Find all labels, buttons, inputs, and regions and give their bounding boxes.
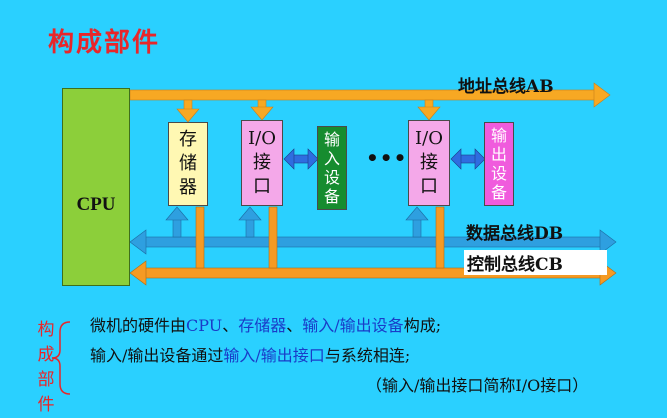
note-highlight: 存储器 [238,316,287,335]
data-bus-label: 数据总线DB [466,224,564,244]
memory-char: 存 [179,129,197,150]
cpu-block [62,88,130,286]
ellipsis: ••• [366,146,408,170]
output-char: 出 [490,145,507,164]
memory-char: 储 [179,153,197,174]
bus-diagram [51,82,617,395]
io-label: I/O [415,128,443,149]
note-text: 微机的硬件由 [90,316,187,335]
io-device-links [283,148,486,170]
output-char: 设 [490,164,507,183]
cpu-label: CPU [76,194,116,215]
note-highlight: 输入/输出设备 [302,316,404,335]
note-line-1: 微机的硬件由CPU、存储器、输入/输出设备构成; [90,312,441,336]
address-bus-label: 地址总线AB [458,77,554,97]
io-char: 口 [420,176,438,197]
output-char: 输 [490,126,507,145]
control-bus [129,206,617,286]
memory-char: 器 [179,177,197,198]
input-char: 入 [323,149,340,168]
note-highlight: CPU [186,316,223,335]
output-char: 备 [490,183,507,202]
io-char: 接 [420,152,438,173]
brace [51,321,71,395]
note-text: 输入/输出设备通过 [90,346,224,365]
page-title: 构成部件 [48,28,161,58]
side-label: 构 成 部 件 [36,318,56,418]
input-char: 输 [323,130,340,149]
input-char: 设 [323,168,340,187]
io-interface-right: I/O 接 口 [408,120,450,206]
note-text: 、 [286,316,303,335]
note-line-2: 输入/输出设备通过输入/输出接口与系统相连; [90,342,410,366]
side-char: 成 [37,345,55,365]
io-char: 接 [253,152,271,173]
input-char: 备 [323,187,340,206]
note-text: 与系统相连; [324,346,411,365]
io-interface-left: I/O 接 口 [241,120,283,206]
side-char: 部 [37,370,55,390]
address-bus [129,82,611,123]
data-bus [129,206,617,255]
note-text: 构成; [403,316,442,335]
control-bus-label: 控制总线CB [464,250,607,275]
note-highlight: 输入/输出接口 [223,346,325,365]
input-device-block: 输 入 设 备 [317,126,347,210]
note-text: 、 [222,316,239,335]
note-line-3: （输入/输出接口简称I/O接口） [366,376,589,395]
io-label: I/O [248,128,276,149]
memory-block: 存 储 器 [168,122,208,206]
output-device-block: 输 出 设 备 [484,122,514,206]
io-char: 口 [253,176,271,197]
side-char: 件 [37,395,55,415]
side-char: 构 [37,320,55,340]
